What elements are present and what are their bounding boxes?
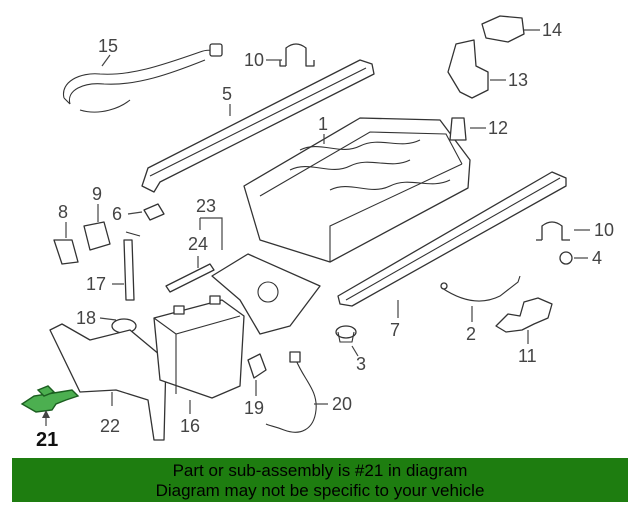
- callout-20: 20: [332, 394, 352, 414]
- parts-diagram: 15 10 5 1 14 13 12 6: [20, 15, 614, 451]
- callout-10b: 10: [594, 220, 614, 240]
- part-13-bracket: [447, 39, 489, 99]
- callout-19: 19: [244, 398, 264, 418]
- callout-24: 24: [188, 234, 208, 254]
- part-15-cable: [63, 43, 223, 113]
- leader-6: [127, 211, 143, 215]
- leader-21-arrow: [42, 410, 50, 418]
- callout-15: 15: [98, 36, 118, 56]
- callout-9: 9: [92, 184, 102, 204]
- part-16-battery: [153, 295, 245, 399]
- part-20-cable: [265, 351, 317, 433]
- callout-4: 4: [592, 248, 602, 268]
- part-1-battery-pack: [243, 117, 471, 263]
- callout-5: 5: [222, 84, 232, 104]
- callout-12: 12: [488, 118, 508, 138]
- callout-8: 8: [58, 202, 68, 222]
- part-2-strap: [440, 275, 521, 302]
- part-6-clip: [143, 203, 165, 221]
- callout-7: 7: [390, 320, 400, 340]
- callout-23: 23: [196, 196, 216, 216]
- part-10-bracket-top: [279, 43, 315, 67]
- part-24-rod: [165, 263, 215, 293]
- part-14-cover: [481, 15, 525, 43]
- callout-22: 22: [100, 416, 120, 436]
- part-10-bracket-right: [536, 221, 570, 241]
- part-21-bracket-highlighted: [20, 385, 80, 413]
- banner-line-1: Part or sub-assembly is #21 in diagram: [172, 461, 468, 480]
- part-7-rail: [337, 171, 567, 307]
- callout-3: 3: [356, 354, 366, 374]
- leader-3: [351, 345, 359, 357]
- callout-6: 6: [112, 204, 122, 224]
- callout-10a: 10: [244, 50, 264, 70]
- leader-15: [101, 54, 111, 67]
- callout-1: 1: [318, 114, 328, 134]
- part-19-sensor: [247, 353, 267, 379]
- part-11-bracket: [495, 297, 553, 333]
- callout-13: 13: [508, 70, 528, 90]
- callout-18: 18: [76, 308, 96, 328]
- part-12-bumper: [449, 117, 467, 141]
- callout-17: 17: [86, 274, 106, 294]
- callout-21: 21: [36, 429, 58, 451]
- callout-14: 14: [542, 20, 562, 40]
- callout-2: 2: [466, 324, 476, 344]
- leader-18: [99, 317, 117, 321]
- part-9-bracket: [83, 221, 111, 251]
- leader-23: [199, 217, 223, 250]
- part-4-nut: [559, 251, 573, 265]
- callout-16: 16: [180, 416, 200, 436]
- part-23-mount: [211, 253, 321, 335]
- part-8-bracket: [53, 239, 79, 265]
- info-banner: Part or sub-assembly is #21 in diagram D…: [12, 458, 628, 502]
- banner-line-2: Diagram may not be specific to your vehi…: [155, 481, 485, 500]
- part-22-tray: [49, 323, 167, 441]
- callout-11: 11: [518, 346, 537, 366]
- part-3-grommet: [335, 325, 357, 343]
- part-5-rail: [141, 59, 375, 193]
- part-17-strap: [123, 231, 141, 301]
